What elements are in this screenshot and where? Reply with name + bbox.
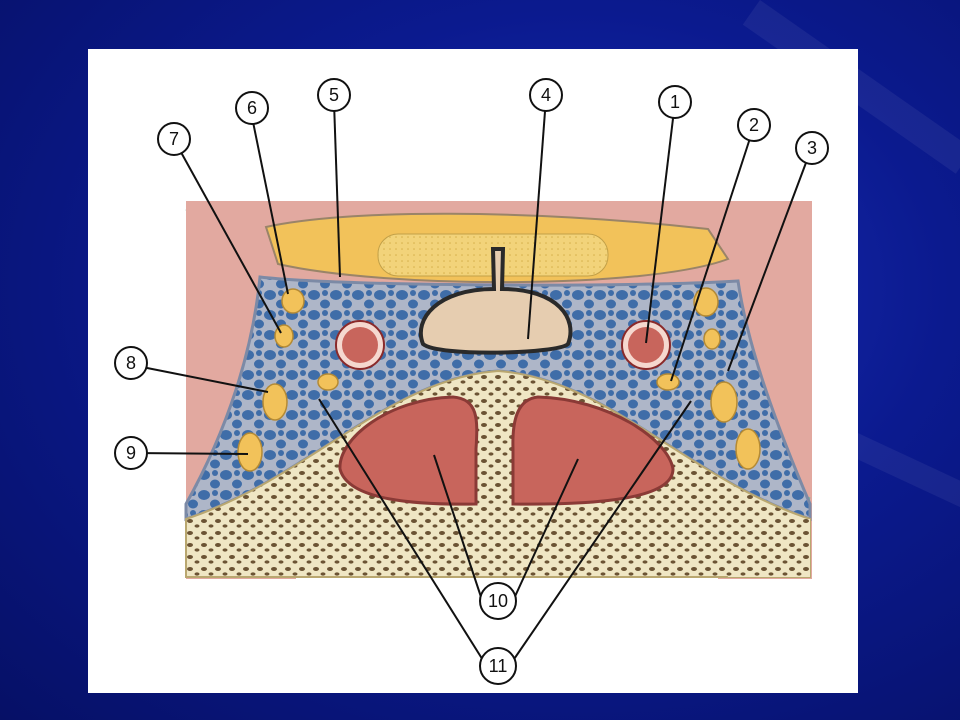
svg-text:4: 4	[541, 85, 551, 105]
svg-text:8: 8	[126, 353, 136, 373]
right-cranial-nerves	[656, 287, 761, 470]
callout-10: 10	[479, 582, 517, 620]
callout-6: 6	[235, 91, 269, 125]
svg-text:6: 6	[247, 98, 257, 118]
callout-11: 11	[479, 647, 517, 685]
pituitary-gland	[418, 247, 573, 355]
lower-bone-right	[708, 519, 810, 577]
left-sphenoid-sinus	[338, 395, 479, 506]
callout-9: 9	[114, 436, 148, 470]
svg-text:3: 3	[807, 138, 817, 158]
callout-4: 4	[529, 78, 563, 112]
left-internal-carotid-artery	[335, 320, 385, 370]
callout-3: 3	[795, 131, 829, 165]
callout-leader-lines	[131, 97, 811, 666]
callout-2: 2	[737, 108, 771, 142]
callout-8: 8	[114, 346, 148, 380]
svg-text:2: 2	[749, 115, 759, 135]
right-internal-carotid-artery	[621, 320, 671, 370]
svg-text:9: 9	[126, 443, 136, 463]
left-cranial-nerves	[237, 288, 339, 472]
svg-text:7: 7	[169, 129, 179, 149]
svg-text:10: 10	[488, 591, 508, 611]
svg-text:5: 5	[329, 85, 339, 105]
callout-5: 5	[317, 78, 351, 112]
svg-text:11: 11	[489, 656, 508, 676]
right-sphenoid-sinus	[511, 395, 675, 506]
sphenoid-bone	[185, 369, 811, 578]
callout-7: 7	[157, 122, 191, 156]
slide-panel: 1 2 3 4 5 6 7 8	[88, 49, 858, 693]
svg-text:1: 1	[670, 92, 680, 112]
anatomical-cross-section-diagram: 1 2 3 4 5 6 7 8	[114, 78, 829, 685]
callout-1: 1	[658, 85, 692, 119]
